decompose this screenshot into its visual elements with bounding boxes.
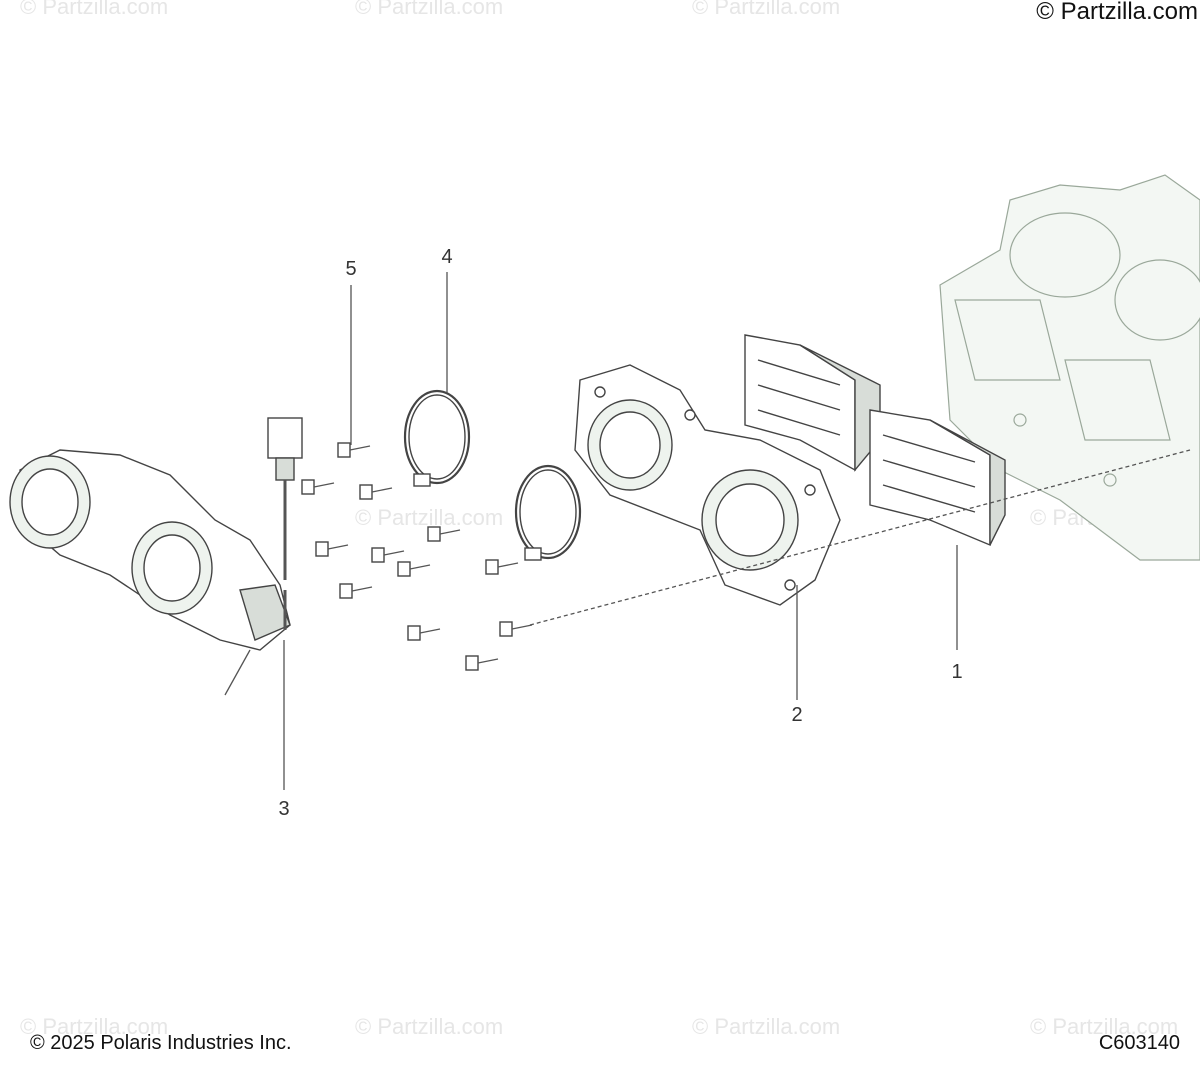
watermark: © Partzilla.com <box>20 0 169 19</box>
hose-clamps <box>403 389 582 561</box>
callout-4: 4 <box>441 246 453 268</box>
reed-valve-rear <box>744 334 881 472</box>
leader-lines <box>283 272 1191 790</box>
throttle-body <box>9 449 291 696</box>
watermark: © Partzilla.com <box>355 0 504 19</box>
bolts <box>301 442 533 671</box>
watermark: © Partzilla.com <box>355 505 504 530</box>
watermark: © Partzilla.com <box>1030 1014 1179 1039</box>
brand-logo: © Partzilla.com <box>1036 0 1198 25</box>
callout-5: 5 <box>345 258 357 280</box>
watermark: © Partzilla.com <box>692 0 841 19</box>
callout-1: 1 <box>951 661 963 683</box>
watermark: © Partzilla.com <box>20 1014 169 1039</box>
watermark: © Partzilla.com <box>692 1014 841 1039</box>
watermark: © Partzilla.com <box>355 1014 504 1039</box>
diagram-code: C603140 <box>1098 1032 1180 1054</box>
sensor <box>267 417 303 630</box>
copyright-text: © 2025 Polaris Industries Inc. <box>30 1032 292 1054</box>
intake-adapter <box>574 364 841 606</box>
callout-3: 3 <box>278 798 290 820</box>
callout-2: 2 <box>791 704 803 726</box>
